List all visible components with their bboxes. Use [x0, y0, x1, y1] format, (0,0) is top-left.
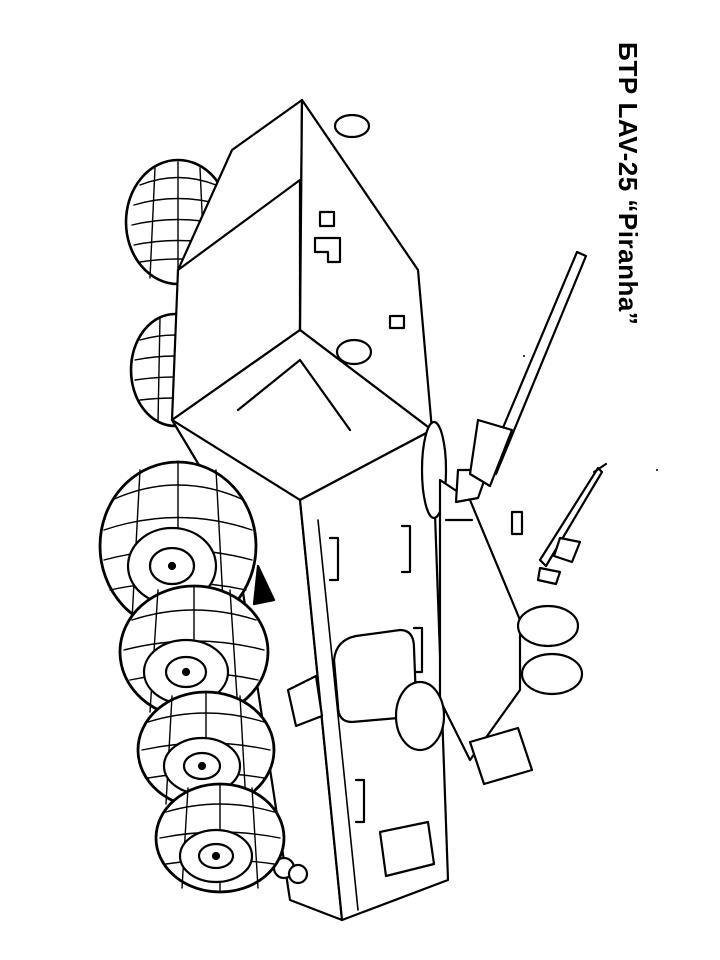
vehicle-hull	[172, 100, 448, 920]
wheel-front-2	[120, 586, 268, 718]
page-title: БТР LAV-25 “Piranha”	[613, 42, 643, 326]
cannon-barrel	[470, 252, 586, 486]
wheel-front-4	[156, 784, 284, 892]
vehicle-turret	[396, 422, 582, 784]
wheel-front-3	[138, 692, 274, 808]
machine-gun	[538, 464, 606, 584]
